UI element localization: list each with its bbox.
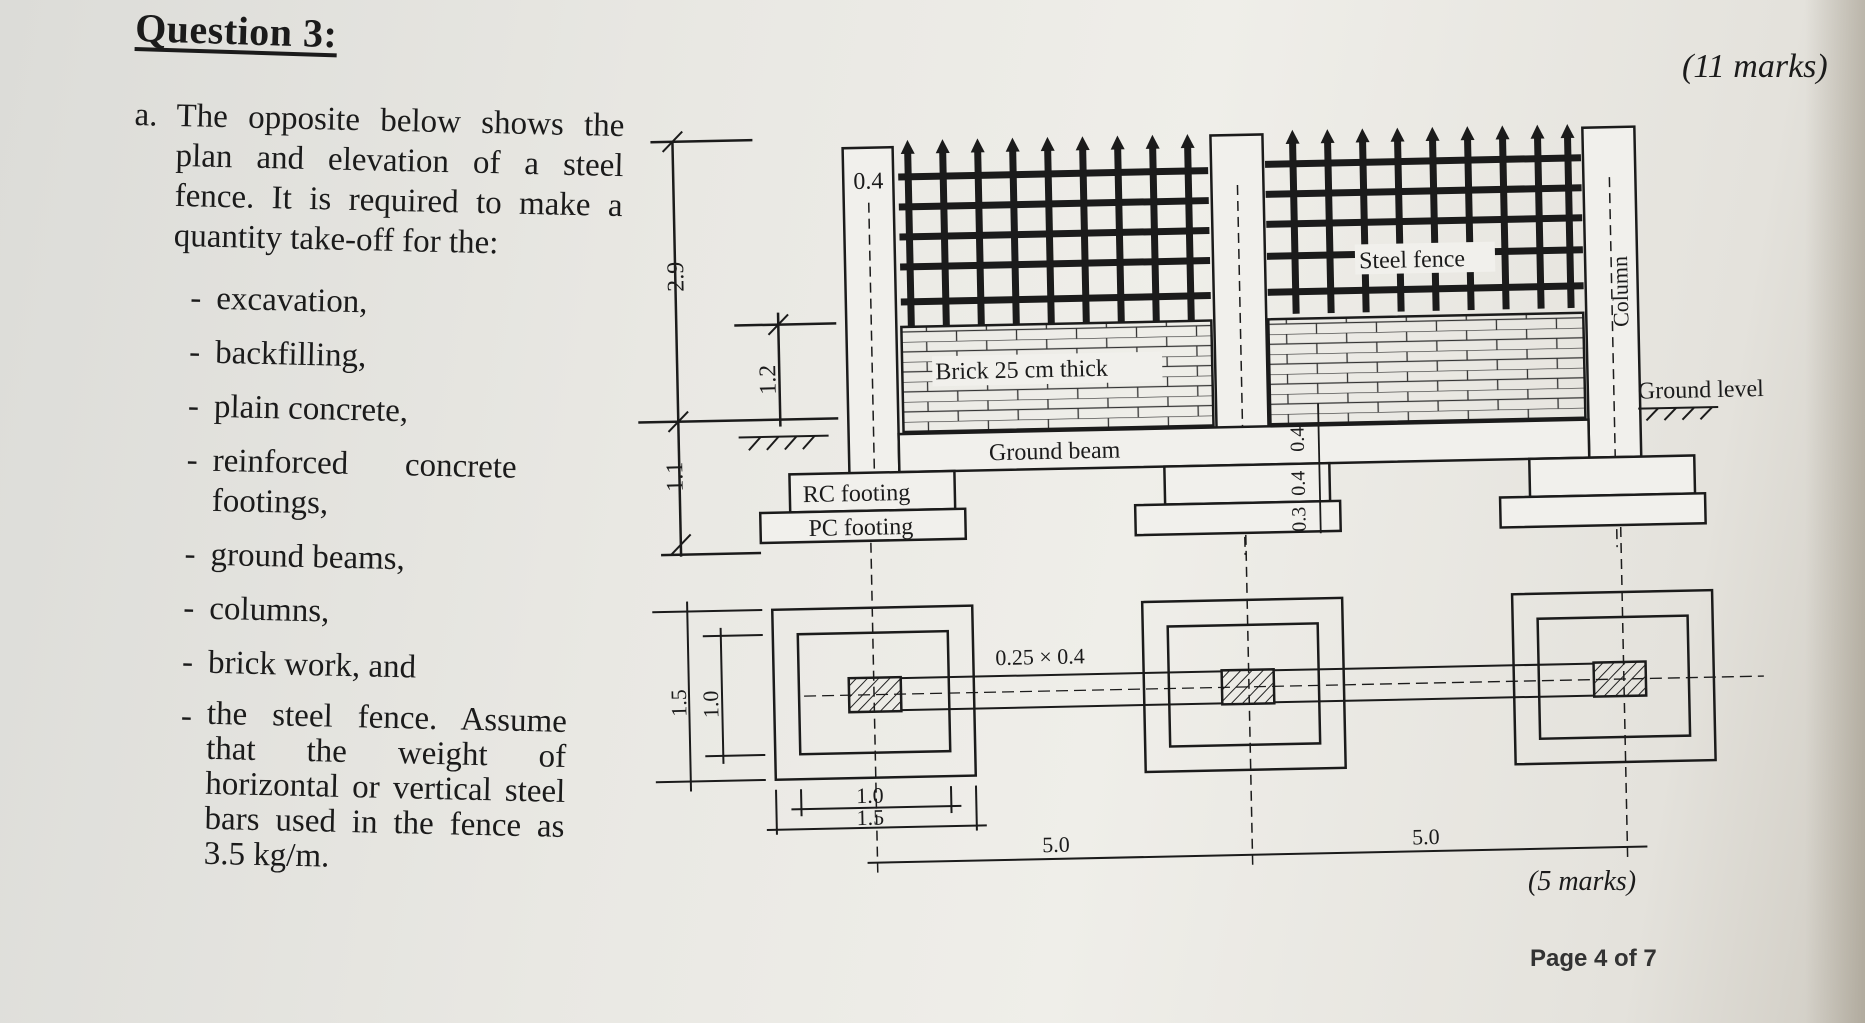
pc-footing-middle bbox=[1133, 499, 1342, 537]
total-marks: (11 marks) bbox=[1682, 48, 1828, 85]
label-ground-level: Ground level bbox=[1638, 376, 1765, 405]
dim-spacing-1: 5.0 bbox=[1042, 832, 1070, 858]
steel-fence-left bbox=[898, 145, 1211, 327]
plan-dims-left bbox=[652, 601, 766, 792]
label-ground-beam: Ground beam bbox=[989, 437, 1121, 466]
steel-fence-right bbox=[1264, 135, 1584, 314]
label-beam-section: 0.25 × 0.4 bbox=[995, 643, 1085, 670]
dim-column-width: 0.4 bbox=[853, 168, 884, 195]
page-shadow bbox=[1805, 0, 1865, 1023]
label-pc-footing: PC footing bbox=[808, 514, 913, 542]
label-rc-footing: RC footing bbox=[803, 480, 911, 508]
ground-hatch-left bbox=[738, 434, 829, 451]
dim-rc-size: 1.0 bbox=[698, 690, 724, 718]
pc-footing-right bbox=[1498, 491, 1707, 529]
brick-wall-right bbox=[1266, 311, 1587, 426]
dim-rc-thickness: 0.4 bbox=[1287, 471, 1310, 496]
dim-pc-plan: 1.5 bbox=[856, 804, 884, 830]
plan-dims-bottom bbox=[766, 785, 1648, 864]
plan-ground-beam bbox=[804, 662, 1764, 712]
fence-spikes-left bbox=[900, 133, 1195, 155]
pc-footing-left bbox=[758, 507, 968, 545]
rc-footing-right bbox=[1527, 454, 1697, 499]
dim-spacing-2: 5.0 bbox=[1412, 824, 1440, 850]
elevation-dimensions bbox=[638, 130, 839, 557]
label-brick: Brick 25 cm thick bbox=[935, 356, 1108, 386]
dim-brick-height: 1.2 bbox=[755, 365, 782, 396]
dim-rc-plan: 1.0 bbox=[856, 783, 884, 809]
part-marks: (5 marks) bbox=[1528, 866, 1637, 897]
dim-beam-depth: 0.4 bbox=[1287, 427, 1310, 452]
fence-spikes-right bbox=[1285, 124, 1575, 144]
dim-total-height: 2.9 bbox=[663, 261, 690, 292]
label-column: Column bbox=[1607, 256, 1633, 327]
page-number: Page 4 of 7 bbox=[1530, 945, 1657, 972]
column-left bbox=[841, 145, 901, 480]
ground-hatch-right bbox=[1638, 405, 1719, 422]
plan-footing-1 bbox=[770, 604, 978, 782]
plan-footing-3 bbox=[1510, 588, 1717, 766]
footing-dims bbox=[1317, 403, 1322, 534]
dim-depth: 1.1 bbox=[662, 462, 689, 493]
dim-pc-size: 1.5 bbox=[666, 689, 692, 717]
label-steel-fence: Steel fence bbox=[1359, 246, 1465, 274]
dim-pc-thickness: 0.3 bbox=[1288, 507, 1311, 532]
